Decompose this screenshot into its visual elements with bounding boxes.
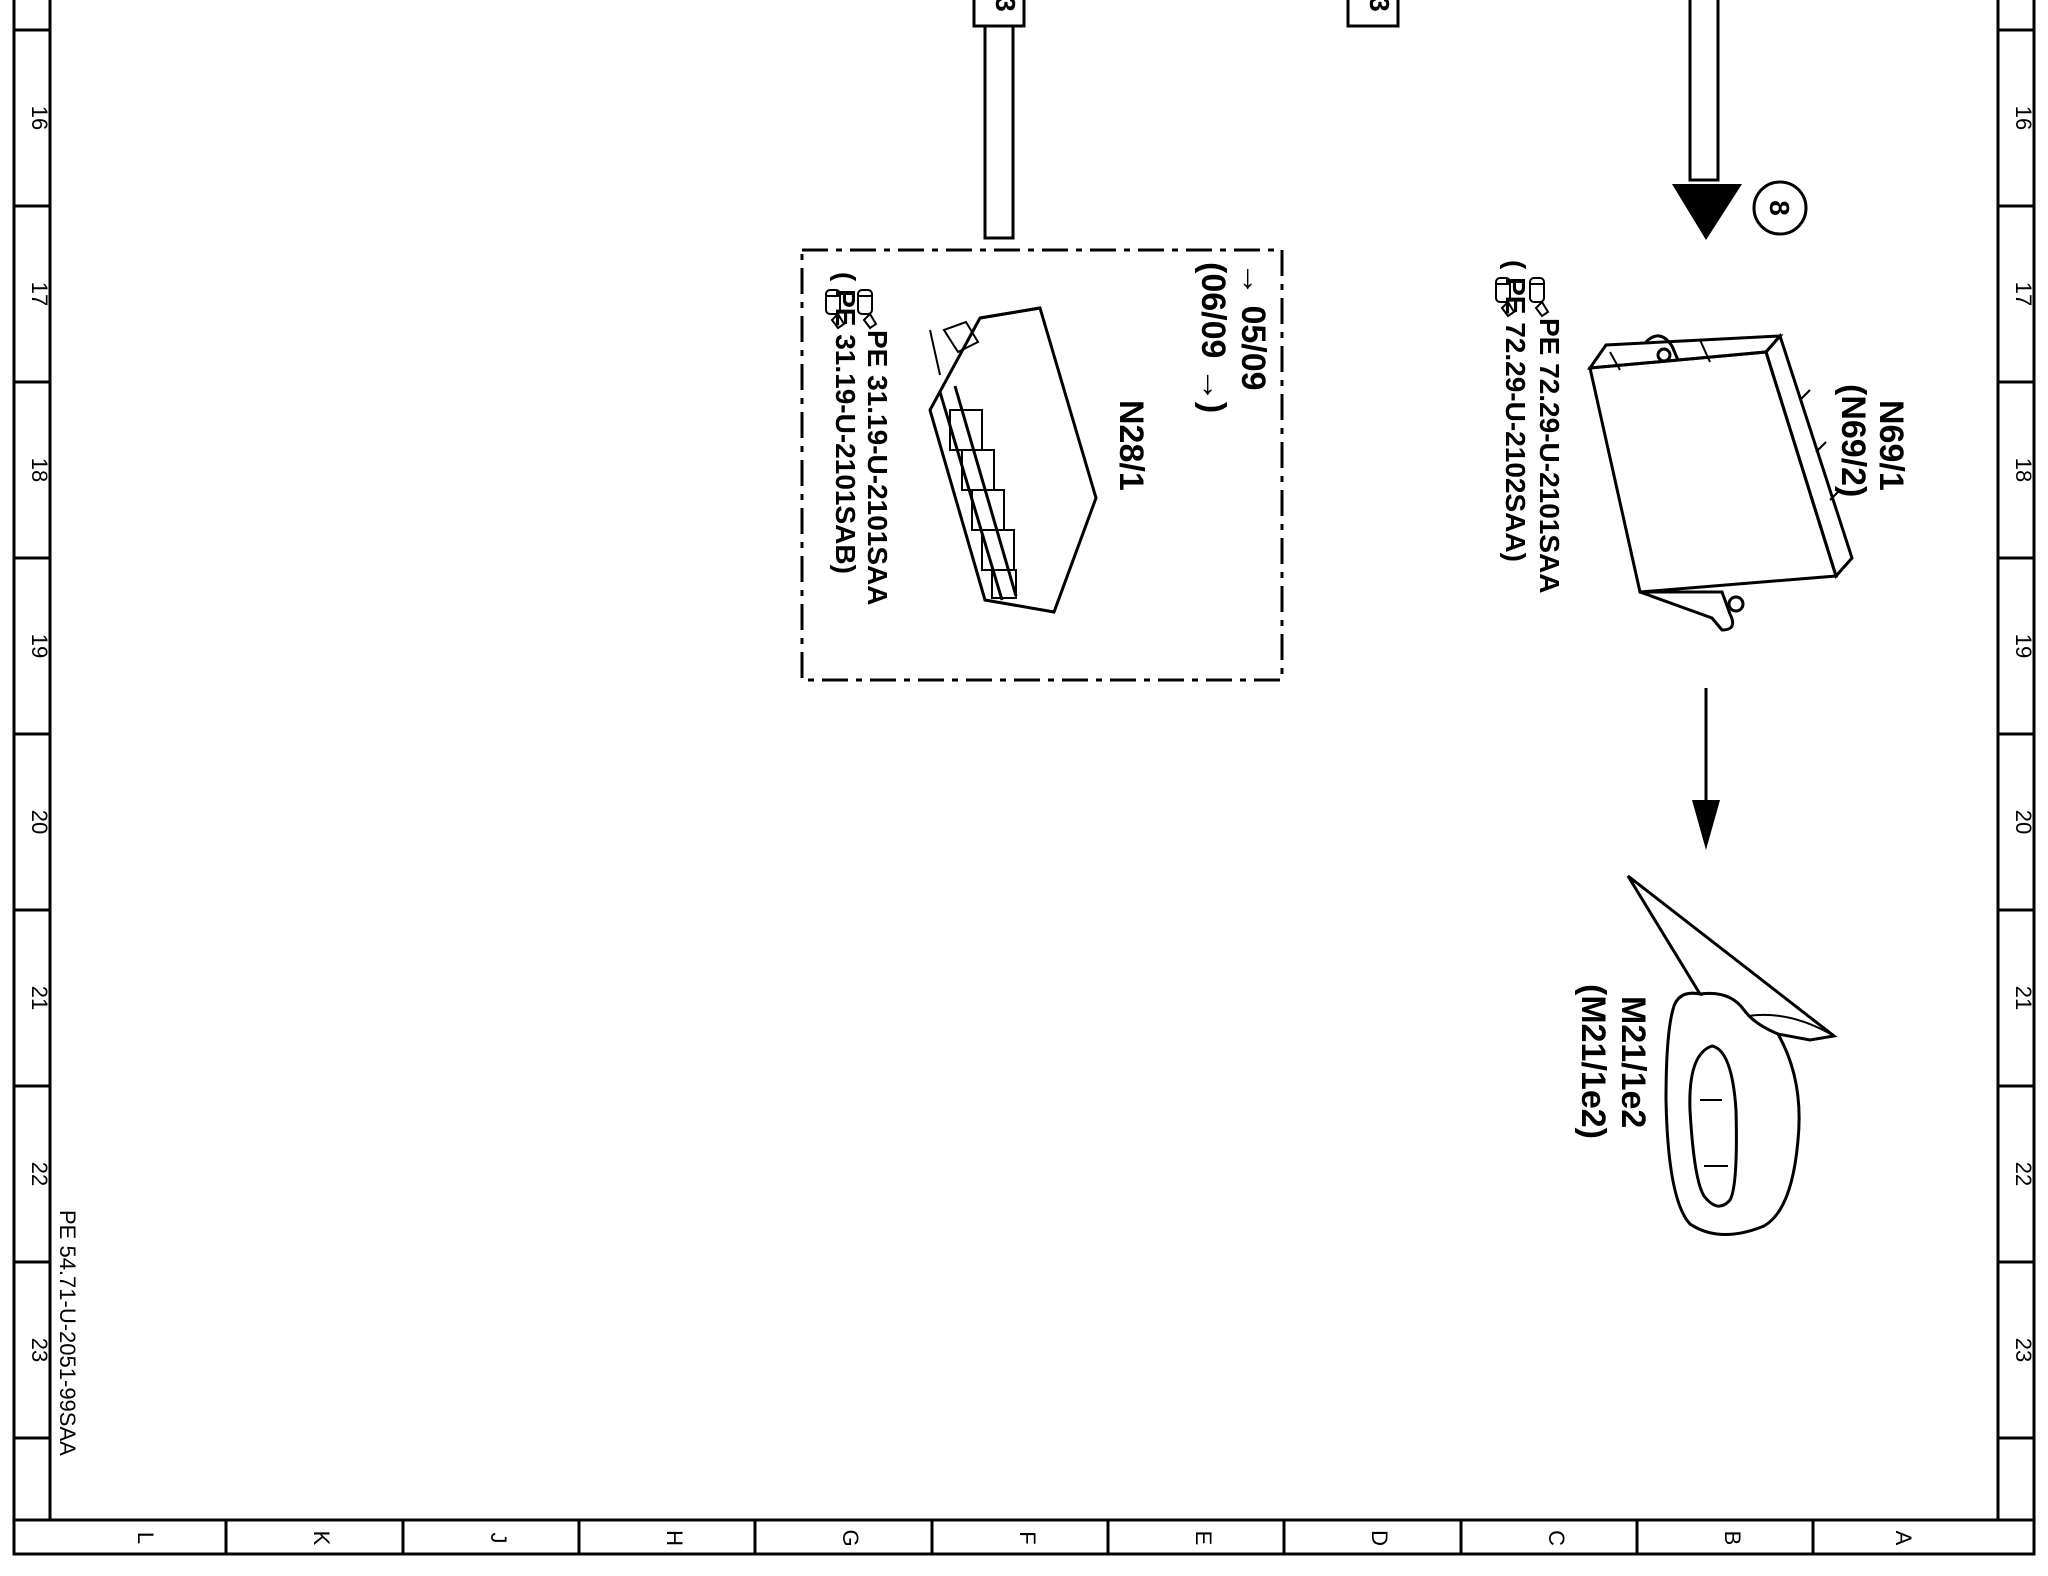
column-zone-dividers [224,1520,1815,1554]
column-zone-labels: L K J H G F E D C B A [133,1529,1916,1546]
n28-reference-secondary: ( PE 31.19-U-2101SAB) [830,272,861,574]
column-zone-label: L [133,1532,158,1544]
column-zone-label: E [1191,1531,1216,1546]
column-zone-label: C [1544,1530,1569,1546]
connector-tag: 3 [1364,0,1395,12]
arrow-down-icon [1692,800,1720,850]
row-zone-label: 16 [2011,106,2036,130]
row-zone-label: 23 [27,1338,52,1362]
n28-component-id: N28/1 [1112,400,1150,491]
m21-component-id: M21/1e2 [1614,996,1652,1128]
column-zone-label: K [309,1531,334,1546]
n69-reference-secondary: ( PE 72.29-U-2102SAA) [1500,260,1531,562]
pointing-hand-icon [857,289,878,330]
row-zone-label: 22 [27,1162,52,1186]
callout-marker: 8 [1752,180,1808,236]
row-zone-label: 19 [2011,634,2036,658]
row-zone-label: 18 [2011,458,2036,482]
n69-component-alt-id: (N69/2) [1834,384,1872,497]
n69-module-drawing [1586,333,1854,632]
row-zone-label: 17 [27,282,52,306]
column-zone-label: B [1720,1531,1745,1546]
link-arrow [1692,688,1720,850]
row-zone-label: 20 [27,810,52,834]
n28-reference-primary: PE 31.19-U-2101SAA [862,330,893,605]
n28-module-drawing [928,306,1098,614]
n69-component-id: N69/1 [1872,400,1910,491]
row-zone-labels-right: 16 17 18 19 20 21 22 23 [2011,106,2036,1362]
document-reference: PE 54.71-U-2051-99SAA [55,1210,80,1456]
column-zone-label: G [838,1529,863,1546]
pointing-hand-icon [825,289,846,330]
column-zone-label: A [1891,1531,1916,1546]
pointing-hand-icon [1495,277,1516,318]
connector-tag: 3 [990,0,1021,12]
callout-number: 8 [1764,200,1795,216]
row-zone-label: 23 [2011,1338,2036,1362]
top-connectors: 3 3 [972,0,1400,240]
n28-validity-from: → 05/09 [1234,262,1272,391]
column-zone-label: H [662,1530,687,1546]
arrow-down-icon [1672,184,1742,240]
drawing-frame [12,0,2036,1556]
row-zone-label: 18 [27,458,52,482]
m21-group: M21/1e2 (M21/1e2) [1574,874,1838,1236]
mirror-drawing [1626,874,1838,1236]
row-zone-label: 21 [2011,986,2036,1010]
n69-reference-primary: PE 72.29-U-2101SAA [1534,318,1565,593]
n69-group: N69/1 (N69/2) PE 72.29-U-2101SAA ( PE 72… [1495,260,1910,632]
harness-arrow [1672,0,1742,240]
row-zone-labels-left: 16 17 18 19 20 21 22 23 [27,106,52,1362]
row-zone-label: 22 [2011,1162,2036,1186]
row-zone-label: 17 [2011,282,2036,306]
row-zone-dividers [14,28,2034,1440]
m21-component-alt-id: (M21/1e2) [1574,984,1612,1139]
column-zone-label: F [1015,1531,1040,1544]
row-zone-label: 19 [27,634,52,658]
row-zone-label: 21 [27,986,52,1010]
row-zone-label: 16 [27,106,52,130]
n28-validity-to: (06/09 →) [1194,262,1232,413]
row-zone-label: 20 [2011,810,2036,834]
column-zone-label: J [486,1533,511,1544]
column-zone-label: D [1367,1530,1392,1546]
pointing-hand-icon [1529,277,1550,318]
n28-group: → 05/09 (06/09 →) N28/1 PE 31.19-U-2101S… [800,248,1284,682]
